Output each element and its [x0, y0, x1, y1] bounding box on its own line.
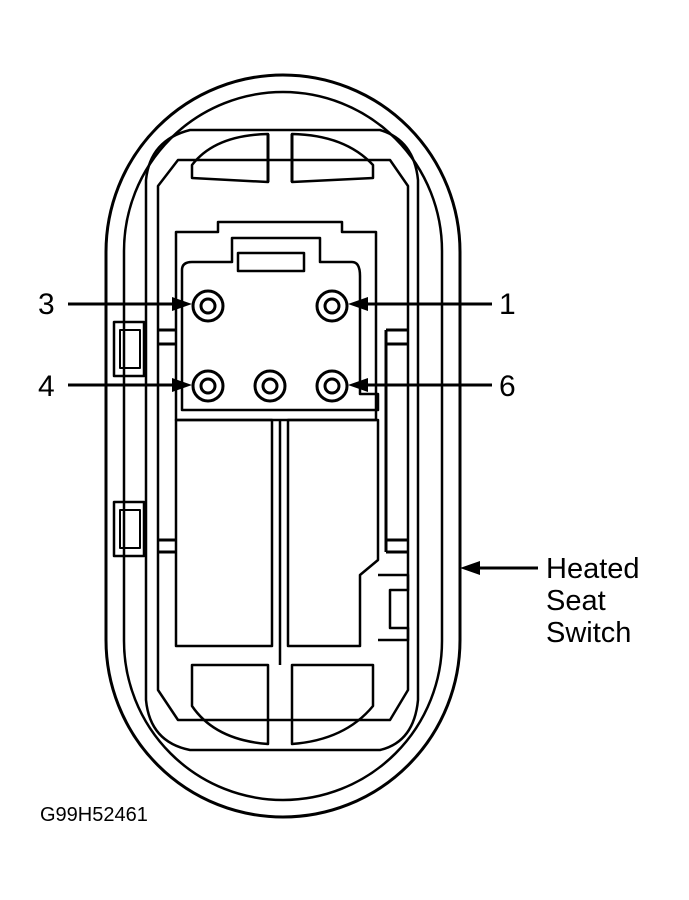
- terminal-6: [315, 369, 349, 403]
- arrow-pin-3: [68, 297, 192, 311]
- left-clip-lower-inner: [119, 509, 141, 549]
- callout-line-2: Seat: [546, 585, 606, 617]
- arrow-heated-seat-switch: [460, 561, 538, 575]
- pin-label-3: 3: [38, 288, 55, 321]
- terminal-4: [191, 369, 225, 403]
- callout-line-1: Heated: [546, 553, 640, 585]
- switch-body-frame: [144, 128, 420, 752]
- switch-housing-outer: [104, 73, 462, 819]
- left-clip-lower: [112, 500, 146, 558]
- left-clip-upper: [112, 320, 146, 378]
- terminal-center: [253, 369, 287, 403]
- right-notch: [378, 573, 410, 642]
- connector-shroud-outer: [174, 220, 378, 422]
- callout-line-3: Switch: [546, 617, 632, 649]
- bottom-lens-left: [190, 663, 270, 746]
- arrow-pin-1: [348, 297, 492, 311]
- top-lens-left: [190, 132, 270, 184]
- pin-label-1: 1: [499, 288, 516, 321]
- terminal-3: [191, 289, 225, 323]
- pin-label-6: 6: [499, 370, 516, 403]
- heated-seat-switch-callout: Heated Seat Switch: [546, 553, 640, 649]
- arrow-pin-6: [348, 378, 492, 392]
- top-lens-right: [290, 132, 375, 184]
- arrow-pin-4: [68, 378, 192, 392]
- switch-body-inner-frame: [156, 158, 410, 722]
- bottom-lens-right: [290, 663, 375, 746]
- left-clip-upper-inner: [119, 329, 141, 369]
- figure-id: G99H52461: [40, 804, 148, 826]
- connector-latch: [236, 251, 306, 273]
- pin-label-4: 4: [38, 370, 55, 403]
- switch-housing-inner: [122, 90, 444, 802]
- terminal-1: [315, 289, 349, 323]
- connector-shroud-inner: [180, 236, 380, 412]
- lower-panel-right: [286, 418, 380, 648]
- lower-panel-left: [174, 418, 274, 648]
